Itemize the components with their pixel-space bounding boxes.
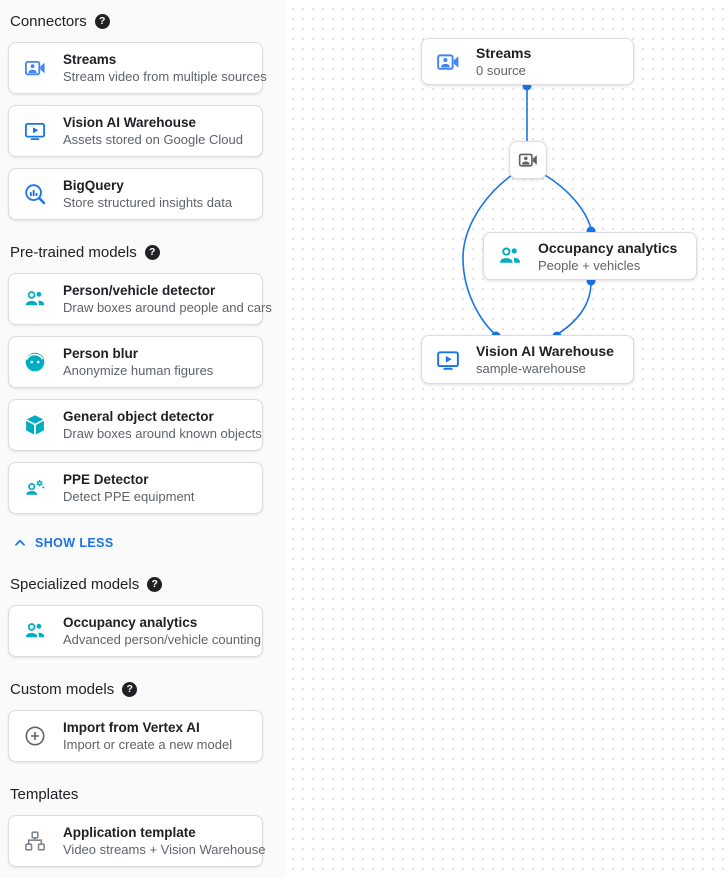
node-streams[interactable]: Streams 0 source (421, 38, 634, 85)
groups-icon (497, 243, 523, 269)
palette-item-title: PPE Detector (63, 472, 149, 487)
node-stream-processor[interactable] (509, 141, 547, 179)
palette-item-person-blur[interactable]: Person blur Anonymize human figures (8, 336, 263, 388)
section-heading-label: Specialized models (10, 576, 140, 593)
help-icon[interactable]: ? (144, 245, 160, 260)
video-camera-icon (23, 56, 47, 80)
graph-edges (462, 81, 596, 341)
edge-processor-to-occupancy (544, 174, 592, 229)
section-heading-connectors: Connectors ? (10, 13, 271, 30)
help-icon[interactable]: ? (147, 577, 163, 592)
section-heading-custom-models: Custom models ? (10, 681, 271, 698)
cube-icon (23, 413, 47, 437)
section-heading-specialized-models: Specialized models ? (10, 576, 271, 593)
node-subtitle: 0 source (476, 63, 526, 78)
palette-item-ppe-detector[interactable]: PPE Detector Detect PPE equipment (8, 462, 263, 514)
section-heading-label: Connectors (10, 13, 87, 30)
node-title: Occupancy analytics (538, 239, 678, 256)
graph-canvas[interactable]: Streams 0 source Occupancy analytics (285, 0, 725, 878)
palette-item-subtitle: Assets stored on Google Cloud (63, 132, 243, 147)
section-heading-templates: Templates (10, 786, 271, 803)
help-icon[interactable]: ? (94, 14, 110, 29)
palette-item-subtitle: Detect PPE equipment (63, 489, 195, 504)
video-camera-icon (517, 149, 539, 171)
palette-item-title: General object detector (63, 409, 214, 424)
face-icon (23, 350, 47, 374)
edge-occupancy-to-warehouse (557, 281, 592, 335)
show-less-button[interactable]: SHOW LESS (12, 535, 271, 551)
chevron-up-icon (12, 535, 28, 551)
component-palette-sidebar: Connectors ? Streams Stream video from m… (0, 0, 285, 878)
palette-item-subtitle: Video streams + Vision Warehouse (63, 842, 266, 857)
palette-item-subtitle: Store structured insights data (63, 195, 233, 210)
smart-display-icon (435, 347, 461, 373)
node-vision-ai-warehouse[interactable]: Vision AI Warehouse sample-warehouse (421, 335, 634, 384)
section-heading-label: Templates (10, 786, 79, 803)
video-camera-icon (435, 49, 461, 75)
palette-item-subtitle: Advanced person/vehicle counting (63, 632, 262, 647)
palette-item-title: Person/vehicle detector (63, 283, 216, 298)
palette-item-occupancy-analytics[interactable]: Occupancy analytics Advanced person/vehi… (8, 605, 263, 657)
palette-item-title: BigQuery (63, 178, 124, 193)
section-heading-pretrained-models: Pre-trained models ? (10, 244, 271, 261)
palette-item-subtitle: Draw boxes around people and cars (63, 300, 272, 315)
palette-item-general-object-detector[interactable]: General object detector Draw boxes aroun… (8, 399, 263, 451)
palette-item-import-from-vertex-ai[interactable]: Import from Vertex AI Import or create a… (8, 710, 263, 762)
show-less-label: SHOW LESS (35, 536, 114, 550)
groups-icon (23, 287, 47, 311)
palette-item-application-template[interactable]: Application template Video streams + Vis… (8, 815, 266, 867)
engineering-icon (23, 476, 47, 500)
palette-item-subtitle: Anonymize human figures (63, 363, 214, 378)
palette-item-subtitle: Draw boxes around known objects (63, 426, 262, 441)
palette-item-title: Person blur (63, 346, 139, 361)
palette-item-title: Application template (63, 825, 196, 840)
groups-icon (23, 619, 47, 643)
node-subtitle: sample-warehouse (476, 361, 586, 376)
palette-item-subtitle: Stream video from multiple sources (63, 69, 267, 84)
bigquery-icon (23, 182, 47, 206)
palette-item-streams[interactable]: Streams Stream video from multiple sourc… (8, 42, 267, 94)
palette-item-title: Occupancy analytics (63, 615, 198, 630)
palette-item-title: Import from Vertex AI (63, 720, 200, 735)
node-occupancy-analytics[interactable]: Occupancy analytics People + vehicles (483, 232, 697, 280)
palette-item-vision-ai-warehouse[interactable]: Vision AI Warehouse Assets stored on Goo… (8, 105, 263, 157)
plus-circle-icon (23, 724, 47, 748)
smart-display-icon (23, 119, 47, 143)
section-heading-label: Custom models (10, 681, 115, 698)
palette-item-subtitle: Import or create a new model (63, 737, 233, 752)
node-title: Vision AI Warehouse (476, 343, 614, 359)
palette-item-title: Streams (63, 52, 117, 67)
tree-icon (23, 829, 47, 853)
node-title: Streams (476, 45, 532, 61)
help-icon[interactable]: ? (122, 682, 138, 697)
section-heading-label: Pre-trained models (10, 244, 137, 261)
palette-item-title: Vision AI Warehouse (63, 115, 197, 130)
node-subtitle: People + vehicles (538, 257, 641, 273)
palette-item-person-vehicle-detector[interactable]: Person/vehicle detector Draw boxes aroun… (8, 273, 272, 325)
palette-item-bigquery[interactable]: BigQuery Store structured insights data (8, 168, 263, 220)
